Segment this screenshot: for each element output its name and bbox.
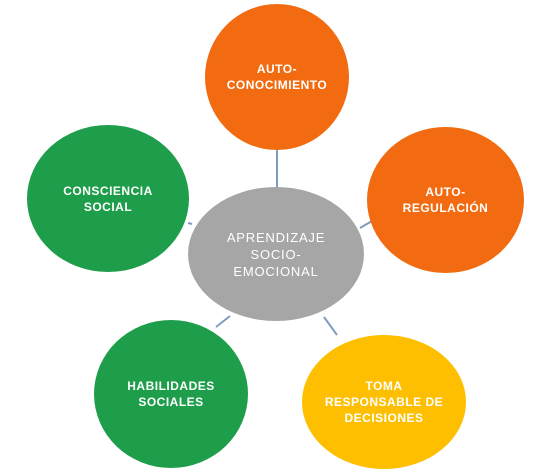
node-toma-decisiones-label: TOMA RESPONSABLE DE DECISIONES xyxy=(324,379,444,425)
center-node-label: APRENDIZAJE SOCIO- EMOCIONAL xyxy=(226,229,326,279)
node-habilidades-sociales-label: HABILIDADES SOCIALES xyxy=(127,379,215,409)
connector-left xyxy=(187,222,193,225)
node-consciencia-social-label: CONSCIENCIA SOCIAL xyxy=(63,183,153,214)
center-node: APRENDIZAJE SOCIO- EMOCIONAL xyxy=(188,187,364,321)
node-autoconocimiento-label: AUTO- CONOCIMIENTO xyxy=(226,62,328,92)
node-autorregulacion: AUTO- REGULACIÓN xyxy=(367,127,524,273)
node-toma-responsable-de-decisiones: TOMA RESPONSABLE DE DECISIONES xyxy=(302,335,466,469)
node-consciencia-social: CONSCIENCIA SOCIAL xyxy=(27,125,189,272)
connector-bottom-left xyxy=(215,315,231,328)
node-autoconocimiento: AUTO- CONOCIMIENTO xyxy=(205,4,349,150)
node-habilidades-sociales: HABILIDADES SOCIALES xyxy=(94,320,248,468)
connector-bottom-right xyxy=(323,316,338,336)
node-autorregulacion-label: AUTO- REGULACIÓN xyxy=(402,185,489,215)
